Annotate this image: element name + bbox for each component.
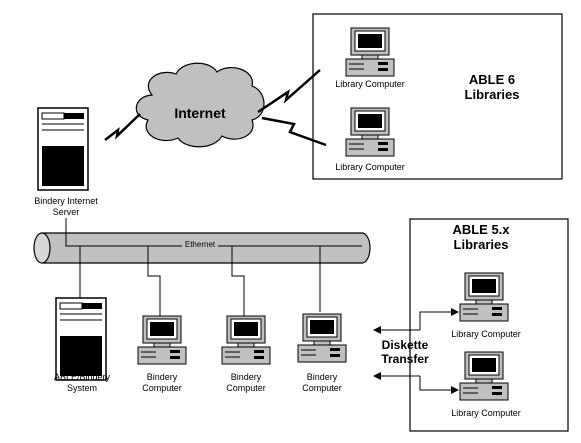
diskette-line2: Transfer <box>381 352 429 366</box>
line-ethernet-bc1 <box>147 246 161 316</box>
server-label: Bindery Internet Server <box>18 196 114 218</box>
internet-label: Internet <box>174 105 226 121</box>
able5-computer-1-label: Library Computer <box>451 329 521 339</box>
able5-title-line2: Libraries <box>453 237 509 252</box>
able5-computer-1-icon <box>459 272 509 322</box>
diskette-transfer-label: Diskette Transfer <box>370 338 440 366</box>
ethernet-label: Ethernet <box>182 240 218 250</box>
able-bindery-label-line2: System <box>66 383 97 393</box>
arrow-diskette-top <box>419 308 459 330</box>
able5-title-line1: ABLE 5.x <box>452 222 510 237</box>
server-label-line1: Bindery Internet <box>34 196 98 206</box>
able5-computer-2-icon <box>459 351 509 401</box>
line-ethernet-bc2 <box>231 246 245 316</box>
server-label-line2: Server <box>52 207 80 217</box>
able6-title: ABLE 6 Libraries <box>446 72 538 102</box>
line-server-ethernet <box>65 218 182 247</box>
bindery-computer-2-line2: Computer <box>226 383 266 393</box>
bindery-computer-1-line2: Computer <box>142 383 182 393</box>
able-bindery-label-line1: ABLE/Bindery <box>53 372 111 382</box>
bindery-computer-3-line2: Computer <box>302 383 342 393</box>
bindery-computer-1-label: Bindery Computer <box>126 372 198 394</box>
able6-computer-2-icon <box>345 107 395 157</box>
diskette-line1: Diskette <box>381 338 429 352</box>
link-internet-able6-top <box>257 69 321 114</box>
able6-frame <box>312 13 563 180</box>
able6-computer-2-label: Library Computer <box>335 162 405 172</box>
able6-title-line2: Libraries <box>464 87 520 102</box>
bindery-computer-2-label: Bindery Computer <box>210 372 282 394</box>
able5-title: ABLE 5.x Libraries <box>430 222 532 252</box>
internet-cloud <box>135 62 265 148</box>
bindery-computer-1-line1: Bindery <box>146 372 178 382</box>
bindery-computer-1-icon <box>137 315 187 365</box>
bindery-computer-3-label: Bindery Computer <box>286 372 358 394</box>
bindery-computer-2-line1: Bindery <box>230 372 262 382</box>
bindery-computer-3-icon <box>297 313 347 363</box>
bindery-computer-2-icon <box>221 315 271 365</box>
arrow-diskette-bottom <box>419 376 459 394</box>
able-bindery-tower-icon <box>55 297 107 381</box>
server-tower-icon <box>37 107 89 191</box>
bindery-computer-3-line1: Bindery <box>306 372 338 382</box>
able6-title-line1: ABLE 6 <box>468 72 516 87</box>
able-bindery-label: ABLE/Bindery System <box>34 372 130 394</box>
able5-computer-2-label: Library Computer <box>451 408 521 418</box>
link-internet-able6-bottom <box>261 116 327 147</box>
link-server-internet <box>104 113 141 141</box>
able6-computer-1-label: Library Computer <box>335 79 405 89</box>
able5-frame <box>409 218 569 432</box>
able6-computer-1-icon <box>345 27 395 77</box>
